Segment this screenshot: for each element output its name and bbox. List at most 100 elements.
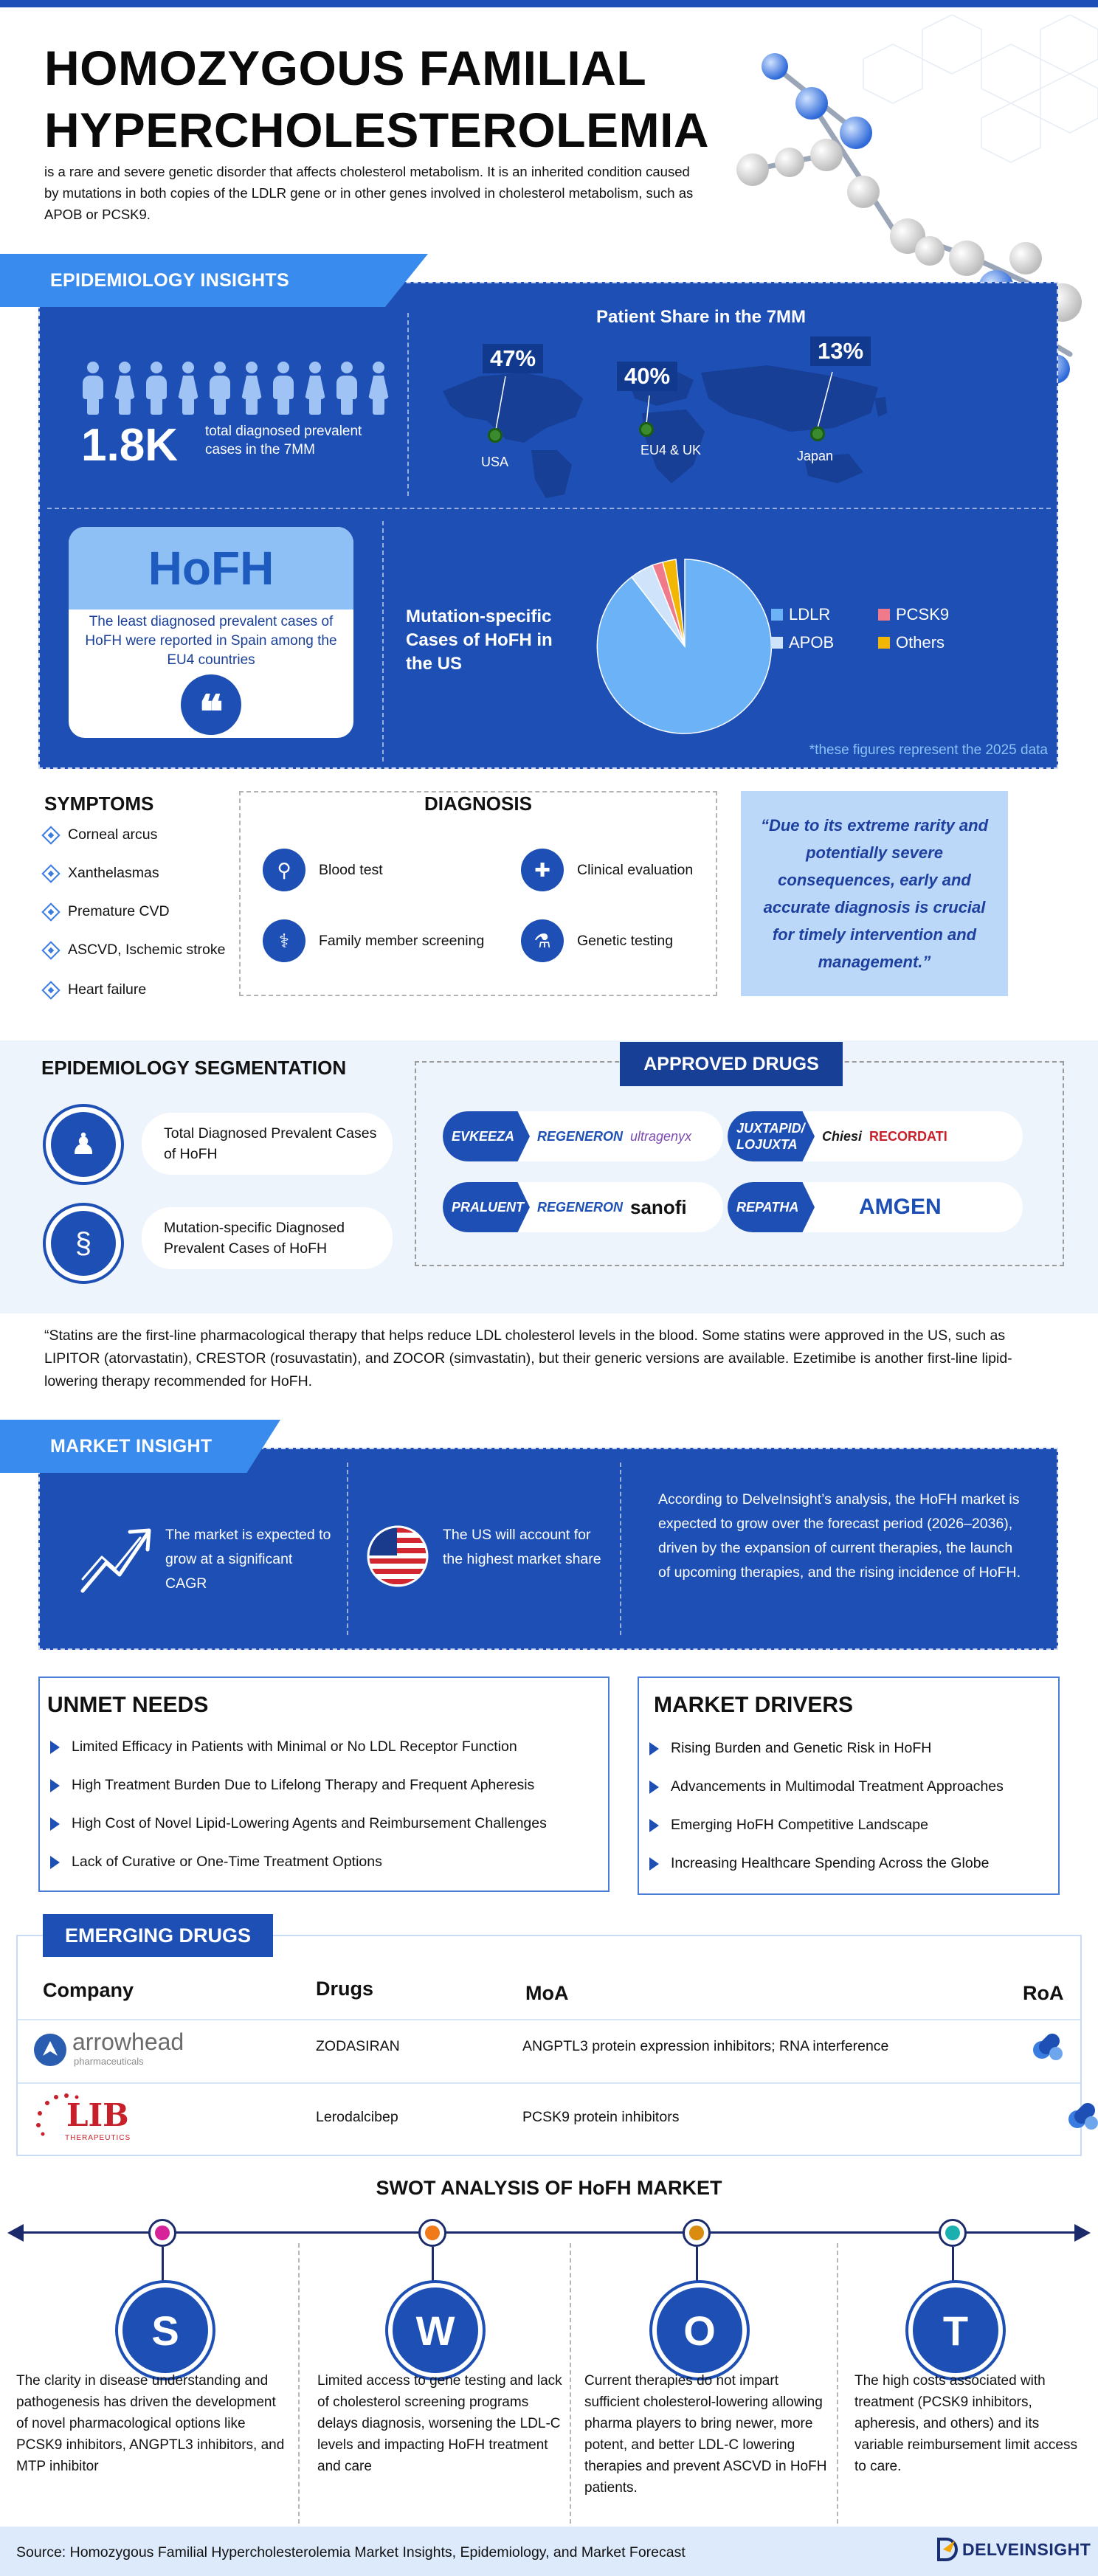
arrow-bullet-icon — [50, 1778, 60, 1792]
divider — [298, 2243, 300, 2524]
swot-letter-o: O — [652, 2283, 747, 2378]
emerging-drugs-title: EMERGING DRUGS — [43, 1914, 273, 1957]
share-usa-pct: 47% — [483, 344, 544, 373]
eu-marker — [639, 422, 654, 437]
swot-letter-t: T — [908, 2283, 1003, 2378]
legend-ldlr: LDLR — [771, 605, 830, 624]
company-name: arrowhead — [72, 2028, 184, 2055]
col-header-moa: MoA — [525, 1982, 569, 2004]
approved-drug-praluent: PRALUENT REGENERON sanofi — [443, 1182, 723, 1232]
intro-text: is a rare and severe genetic disorder th… — [44, 164, 694, 222]
arrow-bullet-icon — [649, 1741, 659, 1755]
mutation-chart-title: Mutation-specific Cases of HoFH in the U… — [406, 607, 553, 674]
row-divider — [18, 2082, 1080, 2084]
legend-others: Others — [878, 633, 945, 652]
arrow-bullet-icon — [50, 1855, 60, 1869]
person-icon — [240, 362, 263, 415]
dna-icon: § — [43, 1203, 124, 1284]
hofh-card-text: The least diagnosed prevalent cases of H… — [85, 614, 337, 668]
top-accent-bar — [0, 0, 1098, 7]
market-drivers-title: MARKET DRIVERS — [654, 1693, 854, 1717]
person-icon — [208, 362, 232, 415]
arrow-left-icon — [7, 2224, 24, 2242]
us-flag-icon — [367, 1525, 429, 1587]
person-icon — [367, 362, 390, 415]
diamond-bullet-icon — [41, 863, 61, 883]
person-icon — [272, 362, 295, 415]
arrow-bullet-icon — [649, 1857, 659, 1871]
approved-drug-evkeeza: EVKEEZA REGENERON ultragenyx — [443, 1111, 723, 1161]
epidemiology-banner: EPIDEMIOLOGY INSIGHTS — [0, 254, 428, 307]
growth-arrow-icon — [80, 1528, 151, 1593]
genetic-testing-icon: ⚗ — [521, 919, 564, 962]
source-text: Source: Homozygous Familial Hypercholest… — [16, 2544, 686, 2561]
people-icon-row — [81, 362, 390, 415]
unmet-needs-box — [38, 1677, 610, 1892]
share-japan-pct: 13% — [810, 336, 871, 366]
diagnosis-box — [239, 791, 717, 996]
pie-slice-others — [662, 559, 686, 647]
divider — [620, 1463, 621, 1635]
market-analysis-text: According to DelveInsight’s analysis, th… — [658, 1491, 1021, 1581]
market-driver-item: Advancements in Multimodal Treatment App… — [649, 1778, 1004, 1795]
swot-node-threat — [939, 2219, 967, 2247]
company-subname: THERAPEUTICS — [65, 2134, 131, 2142]
market-insight-panel — [38, 1448, 1058, 1650]
swot-node-strength — [148, 2219, 176, 2247]
swot-weakness-text: Limited access to gene testing and lack … — [317, 2373, 562, 2474]
person-icon — [335, 362, 359, 415]
share-eu-pct: 40% — [617, 362, 678, 391]
approved-drugs-title: APPROVED DRUGS — [620, 1042, 843, 1086]
market-drivers-box — [638, 1677, 1060, 1895]
swot-stem — [432, 2247, 434, 2284]
person-icon — [303, 362, 327, 415]
approved-drug-juxtapid: JUXTAPID/ LOJUXTA Chiesi RECORDATI — [728, 1111, 1023, 1161]
patient-share-title: Patient Share in the 7MM — [595, 307, 807, 327]
swot-node-opportunity — [683, 2219, 711, 2247]
clinical-evaluation-icon: ✚ — [521, 849, 564, 891]
arrow-bullet-icon — [649, 1818, 659, 1832]
swot-threat-text: The high costs associated with treatment… — [854, 2373, 1077, 2474]
hofh-card-title: HoFH — [69, 527, 353, 610]
unmet-needs-title: UNMET NEEDS — [47, 1693, 209, 1717]
lib-logo-icon — [36, 2093, 79, 2136]
data-footnote: *these figures represent the 2025 data — [809, 742, 1048, 758]
mutation-pie-chart — [596, 559, 773, 734]
diamond-bullet-icon — [41, 980, 61, 1000]
japan-marker — [810, 427, 825, 441]
divider — [47, 508, 1051, 509]
divider — [382, 521, 384, 762]
symptom-item: Heart failure — [41, 980, 146, 1000]
approved-drug-repatha: REPATHA AMGEN — [728, 1182, 1023, 1232]
diagnosis-item: ⚲Blood test — [263, 849, 383, 891]
arrow-bullet-icon — [649, 1780, 659, 1794]
company-name: LIB — [66, 2097, 129, 2133]
table-row: arrowhead pharmaceuticals — [32, 2028, 210, 2072]
drug-moa: PCSK9 protein inhibitors — [522, 2109, 680, 2125]
swot-timeline — [22, 2231, 1076, 2234]
market-driver-item: Increasing Healthcare Spending Across th… — [649, 1855, 989, 1872]
arrow-bullet-icon — [50, 1740, 60, 1754]
share-japan-region: Japan — [797, 449, 834, 463]
col-header-drugs: Drugs — [316, 1978, 374, 2000]
divider — [570, 2243, 571, 2524]
hofh-card: HoFH The least diagnosed prevalent cases… — [69, 527, 353, 738]
col-header-company: Company — [43, 1979, 134, 2001]
swot-letter-s: S — [118, 2283, 213, 2378]
family-screening-icon: ⚕ — [263, 919, 305, 962]
symptom-item: Corneal arcus — [41, 825, 157, 845]
diamond-bullet-icon — [41, 825, 61, 845]
swot-letter-w: W — [388, 2283, 483, 2378]
share-eu-region: EU4 & UK — [640, 443, 702, 457]
approved-drugs-box — [415, 1061, 1064, 1266]
swot-stem — [162, 2247, 164, 2284]
company-subname: pharmaceuticals — [74, 2056, 144, 2067]
diagnosis-title: DIAGNOSIS — [424, 793, 532, 815]
prevalent-cases-value: 1.8K — [81, 420, 178, 471]
swot-node-weakness — [418, 2219, 446, 2247]
market-driver-item: Rising Burden and Genetic Risk in HoFH — [649, 1740, 931, 1757]
person-icon — [176, 362, 200, 415]
unmet-need-item: Lack of Curative or One-Time Treatment O… — [50, 1854, 382, 1871]
population-icon: ♟ — [43, 1104, 124, 1185]
quote-icon: ❝ — [181, 674, 241, 735]
